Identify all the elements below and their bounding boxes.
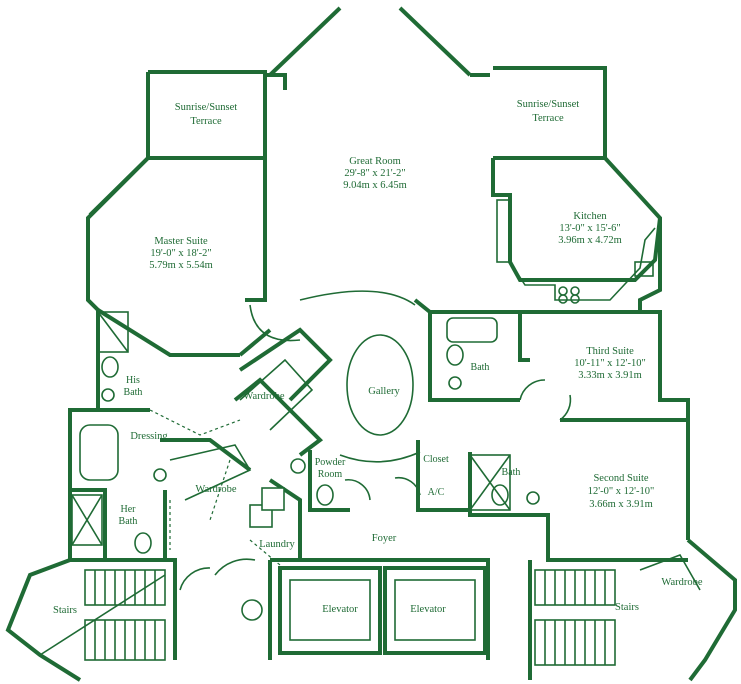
wardrobe-lower-label: Wardrobe bbox=[195, 484, 236, 495]
wardrobe-upper-label: Wardrobe bbox=[243, 391, 284, 402]
kitchen-dim-metric: 3.96m x 4.72m bbox=[558, 235, 622, 246]
her-bath-label-line2: Bath bbox=[119, 516, 138, 527]
bath-third-label: Bath bbox=[471, 362, 490, 373]
terrace-right-label-line1: Sunrise/Sunset bbox=[517, 99, 580, 110]
third-suite-dim-imperial: 10'-11" x 12'-10" bbox=[574, 358, 645, 369]
second-suite-name: Second Suite bbox=[593, 473, 648, 484]
foyer-label: Foyer bbox=[372, 533, 397, 544]
elevator-right-label: Elevator bbox=[410, 604, 446, 615]
laundry-label: Laundry bbox=[259, 539, 295, 550]
his-bath-label-line2: Bath bbox=[124, 387, 143, 398]
terrace-left-label-line1: Sunrise/Sunset bbox=[175, 102, 238, 113]
elevator-left-label: Elevator bbox=[322, 604, 358, 615]
stairs-right bbox=[534, 569, 616, 666]
gallery-oval bbox=[346, 334, 414, 436]
master-suite-dim-metric: 5.79m x 5.54m bbox=[149, 260, 213, 271]
second-suite-dim-metric: 3.66m x 3.91m bbox=[589, 499, 653, 510]
ac-label: A/C bbox=[428, 487, 445, 498]
kitchen-name: Kitchen bbox=[573, 211, 607, 222]
exterior-walls bbox=[5, 6, 737, 682]
third-suite-dim-metric: 3.33m x 3.91m bbox=[578, 370, 642, 381]
stairs-left bbox=[39, 569, 166, 661]
fixtures bbox=[71, 199, 701, 621]
wardrobe-right-label: Wardrobe bbox=[661, 577, 702, 588]
third-suite-name: Third Suite bbox=[586, 346, 634, 357]
kitchen-dim-imperial: 13'-0" x 15'-6" bbox=[559, 223, 620, 234]
bath-mid-label: Bath bbox=[502, 467, 521, 478]
room-labels: Sunrise/Sunset Terrace Sunrise/Sunset Te… bbox=[53, 99, 703, 616]
stairs-left-label: Stairs bbox=[53, 605, 77, 616]
terrace-right-label-line2: Terrace bbox=[532, 113, 564, 124]
great-room-dim-metric: 9.04m x 6.45m bbox=[343, 180, 407, 191]
master-suite-name: Master Suite bbox=[154, 236, 208, 247]
his-bath-label-line1: His bbox=[126, 375, 140, 386]
great-room-dim-imperial: 29'-8" x 21'-2" bbox=[344, 168, 405, 179]
stairs-right-label: Stairs bbox=[615, 602, 639, 613]
her-bath-label-line1: Her bbox=[121, 504, 137, 515]
powder-room-label-line1: Powder bbox=[315, 457, 346, 468]
gallery-label: Gallery bbox=[368, 386, 400, 397]
elevators bbox=[278, 566, 487, 655]
closet-label: Closet bbox=[423, 454, 449, 465]
great-room-name: Great Room bbox=[349, 156, 401, 167]
dressing-label: Dressing bbox=[130, 431, 168, 442]
powder-room-label-line2: Room bbox=[318, 469, 343, 480]
second-suite-dim-imperial: 12'-0" x 12'-10" bbox=[588, 486, 655, 497]
terrace-left-label-line2: Terrace bbox=[190, 116, 222, 127]
master-suite-dim-imperial: 19'-0" x 18'-2" bbox=[150, 248, 211, 259]
